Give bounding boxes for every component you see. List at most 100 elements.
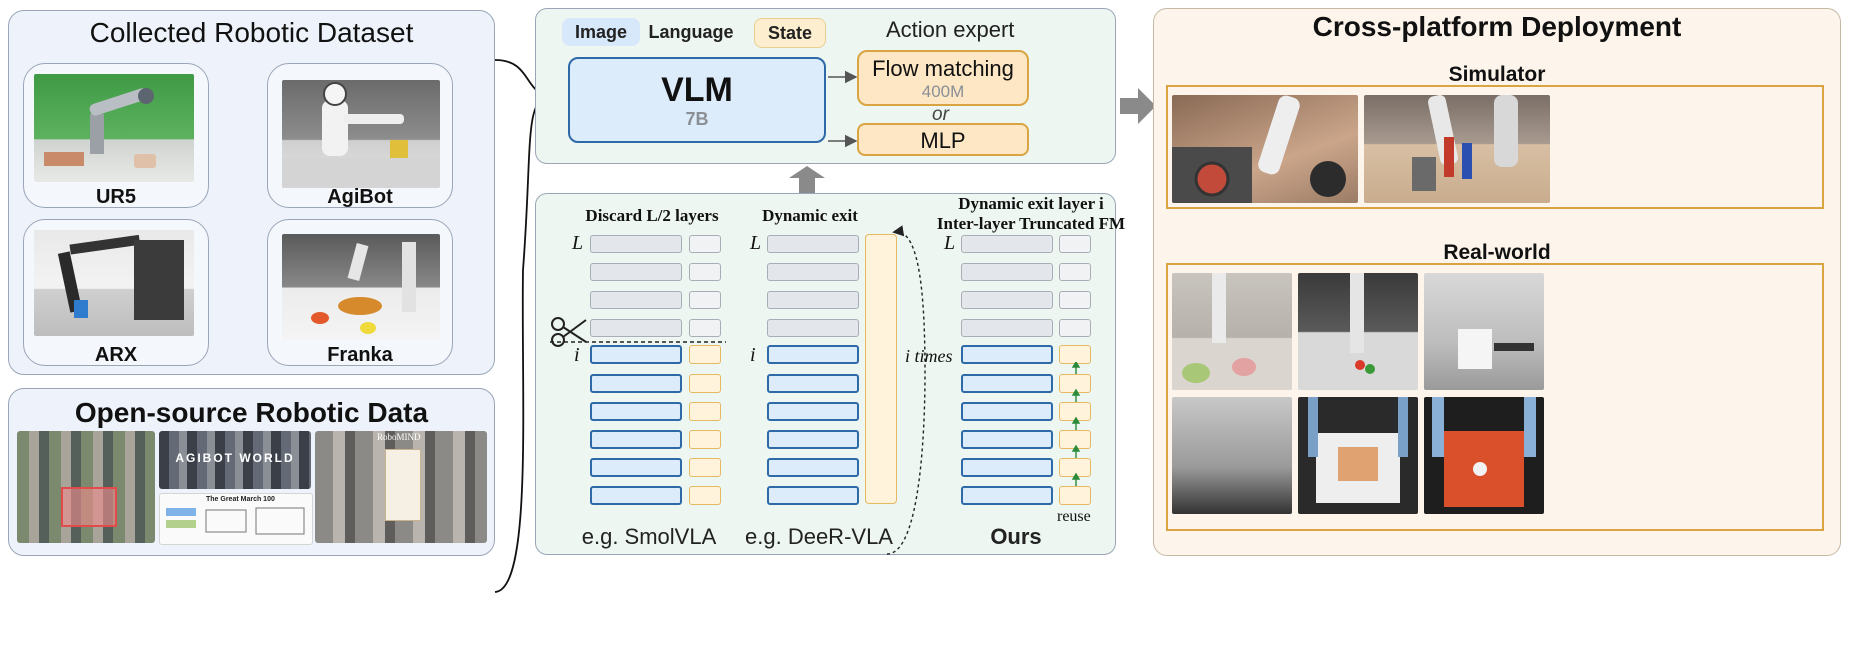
flow-matching-box: Flow matching 400M [857,50,1029,106]
simulator-scene-figures [1412,95,1518,191]
real-scene-2 [1350,273,1375,374]
mlp-label: MLP [920,128,966,153]
col1-expert-bar [689,402,721,421]
col1-kept-layer-bar [590,374,682,393]
deploy-arrow [1120,88,1156,124]
col3-title-line2: Inter-layer Truncated FM [936,214,1126,233]
col2-layer-bar [767,235,859,253]
ur5-robot-arm-image [44,88,156,168]
agibot-photo [282,80,440,188]
agibot-world-label: AGIBOT WORLD [175,451,295,465]
franka-arm-image [311,242,416,334]
col1-title: Discard L/2 layers [585,206,719,225]
pill-state: State [754,18,826,48]
ur5-photo [34,74,194,182]
col1-layer-bar [590,291,682,309]
robot-card-agibot: AgiBot [267,63,453,208]
col3-active-layer-bar [961,430,1053,449]
col3-expert-bar [1059,263,1091,281]
arx-photo [34,230,194,336]
strategies-panel: Discard L/2 layers Dynamic exit Dynamic … [535,193,1125,555]
mosaic-diagram-sketch [166,507,305,535]
col1-kept-layer-bar [590,402,682,421]
real-image-6 [1424,397,1544,514]
col2-loop-arrow [886,225,926,555]
col2-title: Dynamic exit [762,206,858,225]
col3-active-layer-bar [961,374,1053,393]
col2-active-layer-bar [767,458,859,477]
collected-dataset-title: Collected Robotic Dataset [89,17,414,48]
real-scene-5 [1308,397,1408,503]
col3-title-line1: Dynamic exit layer i [958,194,1104,213]
mlp-box: MLP [857,123,1029,156]
strategies-to-model-arrow [789,166,825,194]
col1-expert-bar [689,430,721,449]
col3-reuse-arrows [1071,362,1081,486]
vlm-title: VLM [661,71,733,109]
deployment-panel: Cross-platform Deployment Simulator Real… [1153,8,1841,556]
real-world-label: Real-world [1443,241,1551,264]
mosaic-highlight [61,487,117,527]
col1-layer-bar [590,235,682,253]
real-image-1 [1172,273,1292,390]
col1-expert-bar [689,486,721,505]
robomind-infobox [385,449,421,521]
col3-layer-bar [961,319,1053,337]
col2-layer-bar [767,319,859,337]
cut-line [550,341,726,343]
col3-footer: Ours [990,524,1042,549]
scissors-icon [551,317,587,347]
robot-label-arx: ARX [94,344,138,366]
col2-active-layer-bar [767,374,859,393]
col3-layer-bar [961,263,1053,281]
dataset-brace [494,59,554,593]
agibot-humanoid-image [282,82,440,188]
col2-expert-column [865,234,897,504]
real-image-3 [1424,273,1544,390]
col1-expert-bar [689,291,721,309]
col1-layer-bar [590,263,682,281]
col3-layer-bar [961,235,1053,253]
col1-kept-layer-bar [590,345,682,364]
vlm-to-expert-arrows [828,70,858,148]
i-times-label: i times [905,346,953,366]
real-image-2 [1298,273,1418,390]
or-label: or [932,104,949,125]
col2-active-layer-bar [767,486,859,505]
col1-expert-bar [689,458,721,477]
collected-dataset-panel: Collected Robotic Dataset UR5 AgiBot [8,10,495,375]
mosaic-block-1 [17,431,155,543]
col1-kept-layer-bar [590,486,682,505]
robot-card-ur5: UR5 [23,63,209,208]
great-march-label: The Great March 100 [206,496,275,503]
robot-card-franka: Franka [267,219,453,366]
arx-arm-image [57,234,184,320]
col1-kept-layer-bar [590,430,682,449]
simulator-scene-kitchen [1172,95,1346,203]
real-image-5 [1298,397,1418,514]
franka-photo [282,234,440,340]
robot-label-franka: Franka [327,344,393,366]
vlm-box: VLM 7B [568,57,826,143]
col2-layer-bar [767,291,859,309]
col1-layer-bar [590,319,682,337]
col2-footer: e.g. DeeR-VLA [745,524,893,549]
vlm-size: 7B [685,109,709,129]
col3-active-layer-bar [961,458,1053,477]
flow-matching-label: Flow matching [872,56,1014,81]
real-scene-6 [1432,397,1536,507]
robot-label-agibot: AgiBot [327,186,393,208]
simulator-image-1 [1172,95,1358,203]
col3-layer-L: L [944,232,956,254]
mosaic-block-4: RoboMIND [315,431,487,543]
reuse-label: reuse [1057,508,1091,525]
real-world-frame [1166,263,1824,531]
col1-kept-layer-bar [590,458,682,477]
col2-layer-i: i [750,344,756,366]
real-image-4 [1172,397,1292,514]
col3-layer-bar [961,291,1053,309]
col1-footer: e.g. SmolVLA [581,524,717,549]
col3-active-layer-bar [961,345,1053,364]
pill-language: Language [648,22,734,42]
col1-layer-L: L [572,232,584,254]
